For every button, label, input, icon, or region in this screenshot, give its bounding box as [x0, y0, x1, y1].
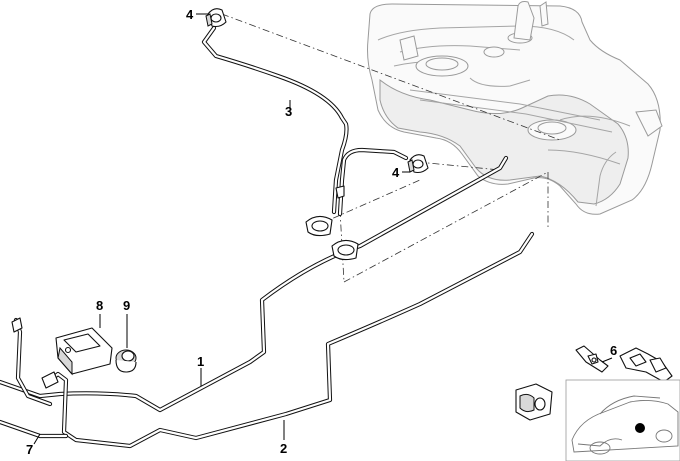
callout-part-1: 1	[197, 354, 204, 369]
callout-part-4-middle: 4	[392, 165, 400, 180]
fuel-tank	[367, 1, 663, 215]
location-marker	[635, 423, 645, 433]
car-location-inset	[565, 379, 680, 461]
hose-clamp-lower	[305, 185, 359, 261]
callout-part-8: 8	[96, 298, 103, 313]
callout-part-7: 7	[26, 442, 33, 457]
callout-part-9: 9	[123, 298, 130, 313]
rubber-grommet	[115, 349, 137, 373]
pipe-connector	[11, 317, 59, 389]
pipe-clip-bracket	[575, 345, 673, 383]
callout-part-2: 2	[280, 441, 287, 456]
pipe-clip-single	[515, 383, 553, 421]
fuel-pipe-2	[0, 231, 535, 449]
assembly-reference-lines	[221, 13, 561, 283]
callout-part-6: 6	[610, 343, 617, 358]
callout-part-3: 3	[285, 104, 292, 119]
hose-clamp-upper	[205, 8, 227, 28]
hose-clamp-middle	[407, 154, 429, 174]
callout-part-4-upper: 4	[186, 7, 194, 22]
leader-lines	[33, 13, 613, 445]
fuel-pipe-3	[201, 25, 409, 217]
callout-labels: 4 3 4 8 9 1 6 2 7	[26, 7, 617, 457]
holder-bracket	[55, 327, 113, 376]
